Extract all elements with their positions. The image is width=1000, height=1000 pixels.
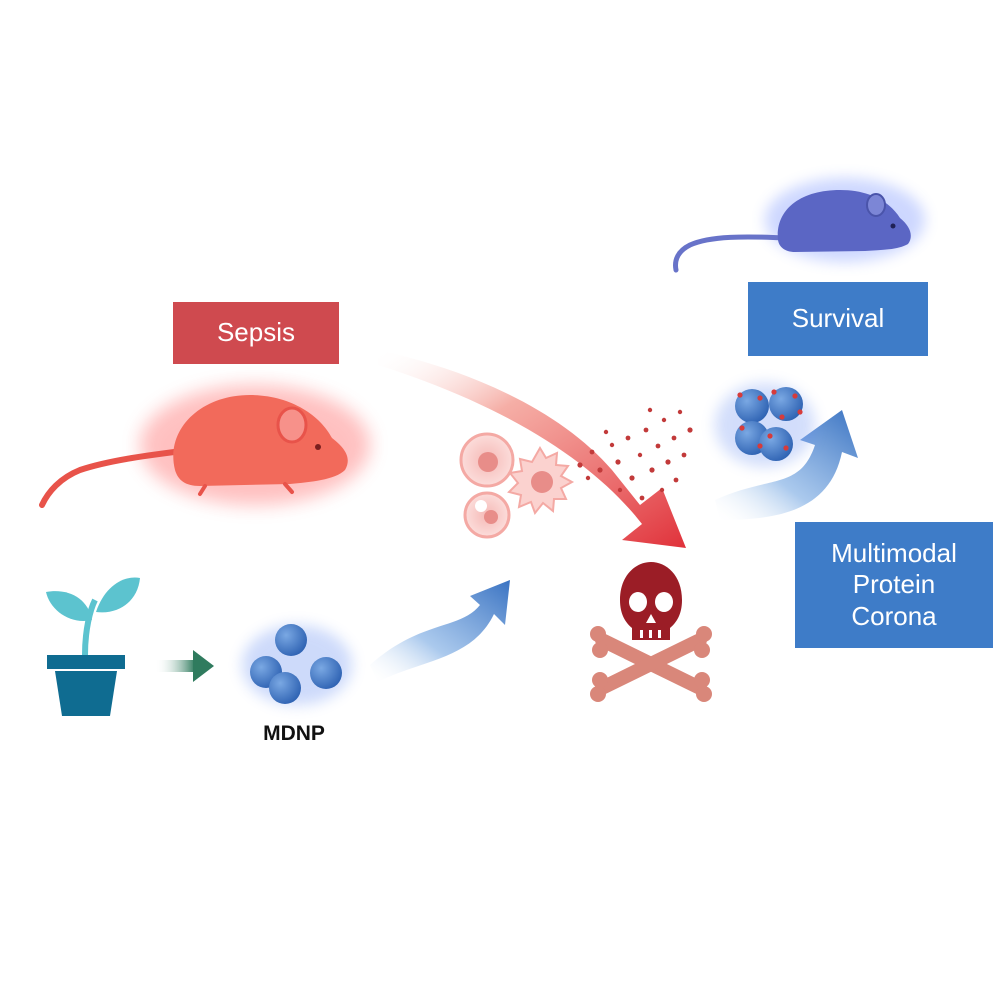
sepsis-label: Sepsis (173, 302, 339, 364)
green-arrow-icon (155, 650, 214, 682)
sick-mouse-icon (39, 385, 370, 508)
immune-cell-icon (459, 432, 575, 539)
plant-pot-icon (46, 577, 140, 716)
sepsis-label-text: Sepsis (216, 317, 296, 348)
protein-corona-line: Corona (851, 600, 937, 631)
survival-label-text: Survival (791, 303, 885, 334)
survival-label: Survival (748, 282, 928, 356)
cytokine-dots-icon (577, 407, 693, 501)
skull-crossbones-icon (590, 562, 712, 702)
nanoparticle-cluster-icon (242, 624, 352, 705)
protein-corona-label: Multimodal Protein Corona (795, 522, 993, 648)
protein-corona-line: Protein (852, 569, 936, 600)
healthy-mouse-icon (673, 178, 925, 273)
blue-arrow-icon (370, 580, 510, 682)
red-arrow-icon (378, 350, 686, 548)
mdnp-label: MDNP (263, 722, 325, 745)
blue-arrow-icon (715, 410, 858, 520)
coated-nanoparticle-icon (715, 383, 815, 467)
protein-corona-line: Multimodal (831, 538, 957, 569)
